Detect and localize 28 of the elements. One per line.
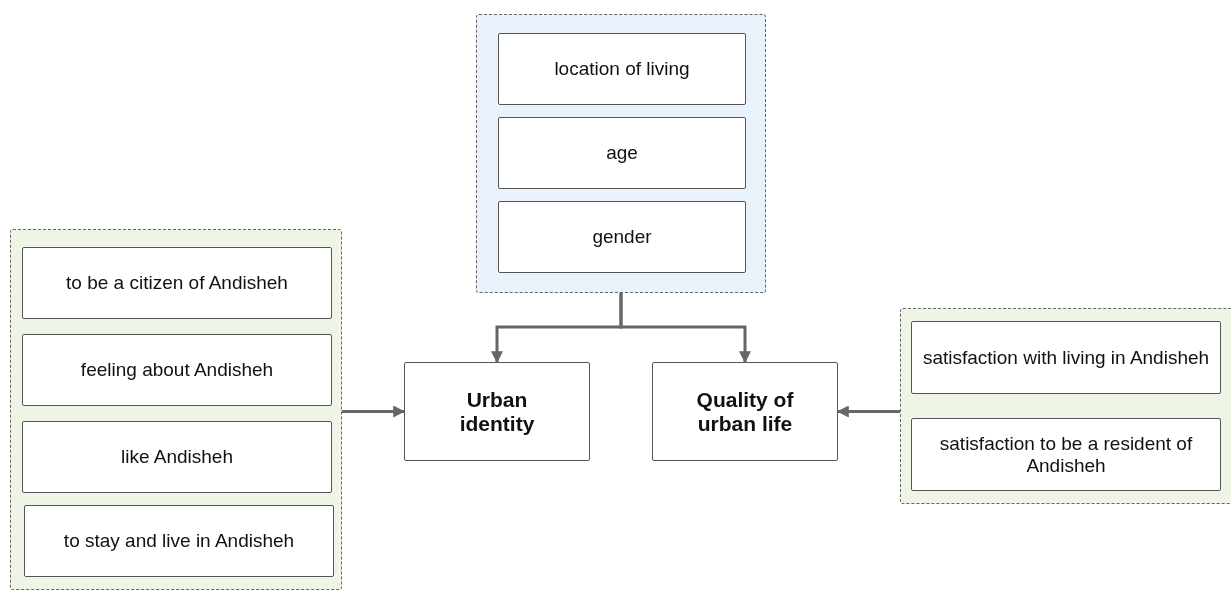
concept-label: Urban identity [458, 387, 536, 436]
factor-label: feeling about Andisheh [80, 359, 274, 381]
dashed-group-panel [476, 14, 766, 293]
factor-label: satisfaction with living in Andisheh [922, 346, 1210, 369]
factor-box [22, 421, 332, 493]
factor-box [22, 247, 332, 319]
factor-label: to be a citizen of Andisheh [66, 272, 288, 294]
factor-label: like Andisheh [121, 446, 233, 468]
factor-box [911, 321, 1221, 394]
factor-box [911, 418, 1221, 491]
factor-box [498, 117, 746, 189]
factor-box [498, 33, 746, 105]
concept-box [652, 362, 838, 461]
factor-label: gender [592, 226, 652, 248]
arrow [836, 405, 900, 418]
factor-label: to stay and live in Andisheh [63, 530, 295, 552]
factor-label: location of living [554, 58, 690, 80]
arrow [619, 293, 751, 364]
factor-box [498, 201, 746, 273]
concept-box [404, 362, 590, 461]
concept-label: Quality of urban life [695, 387, 795, 436]
factor-box [24, 505, 334, 577]
factor-label: age [606, 142, 638, 164]
factor-label: satisfaction to be a resident of Andisheh [938, 432, 1194, 477]
factor-box [22, 334, 332, 406]
dashed-group-panel [10, 229, 342, 590]
dashed-group-panel [900, 308, 1231, 504]
arrow [342, 405, 406, 418]
